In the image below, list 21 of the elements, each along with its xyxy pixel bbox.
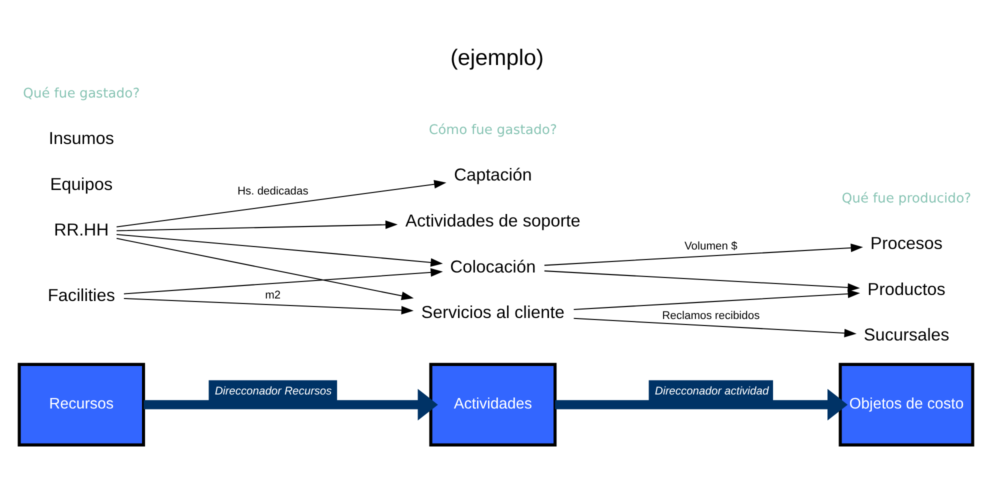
edge-label: Volumen $ [684,240,738,253]
edge-label: m2 [265,290,281,302]
node-text: RR.HH [54,220,109,240]
node-text: Servicios al cliente [421,302,565,322]
node-text: Insumos [48,128,114,148]
node-text: Equipos [50,174,113,194]
node-text: Captación [454,164,532,185]
label: Qué fue producido? [842,191,972,206]
edge-label: Reclamos recibidos [662,310,760,322]
node-text: Procesos [870,232,943,253]
edge-label: Direcconador Recursos [214,385,332,398]
node-text: Colocación [450,256,536,276]
label: Cómo fue gastado? [428,123,558,138]
node-text: Productos [868,278,946,299]
label: Qué fue gastado? [23,86,140,102]
node-text: Facilities [48,284,116,305]
edge-label: Direcconador actividad [654,385,769,398]
diagram-title: (ejemplo) [450,45,544,70]
node-text: Sucursales [864,324,950,345]
edge-label: Hs. dedicadas [237,186,308,198]
node-text: Actividades de soporte [405,210,580,231]
